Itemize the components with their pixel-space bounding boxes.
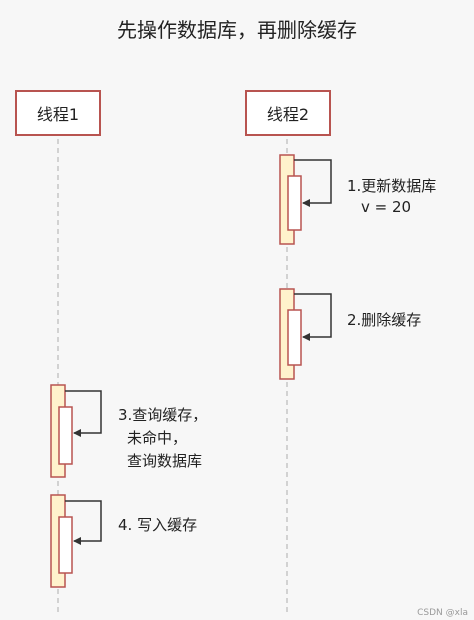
participant-thread-2-label: 线程2 (266, 105, 310, 124)
step-4-label: 4. 写入缓存 (118, 516, 198, 534)
participant-thread-2: 线程2 (245, 90, 331, 136)
step-3-label-line-1: 3.查询缓存， (118, 406, 208, 424)
participant-thread-1-label: 线程1 (36, 105, 80, 124)
activation-step-1-inner (287, 175, 302, 231)
diagram-title: 先操作数据库，再删除缓存 (117, 18, 357, 42)
step-1-label-line-1: 1.更新数据库 (347, 177, 437, 195)
step-2-label: 2.删除缓存 (347, 311, 422, 329)
self-call-arrow-step-3 (65, 390, 102, 437)
step-3-label-line-3: 查询数据库 (127, 452, 203, 470)
participant-thread-1: 线程1 (15, 90, 101, 136)
step-3-label-line-2: 未命中， (127, 429, 188, 447)
activation-step-3-inner (58, 406, 73, 465)
self-call-arrow-step-1 (294, 159, 332, 207)
watermark: CSDN @xla (417, 608, 468, 618)
self-call-arrow-step-2 (294, 293, 332, 341)
step-1-label-line-2: v = 20 (361, 198, 412, 216)
self-call-arrow-step-4 (65, 500, 102, 545)
activation-step-2-inner (287, 309, 302, 366)
activation-step-4-inner (58, 516, 73, 574)
